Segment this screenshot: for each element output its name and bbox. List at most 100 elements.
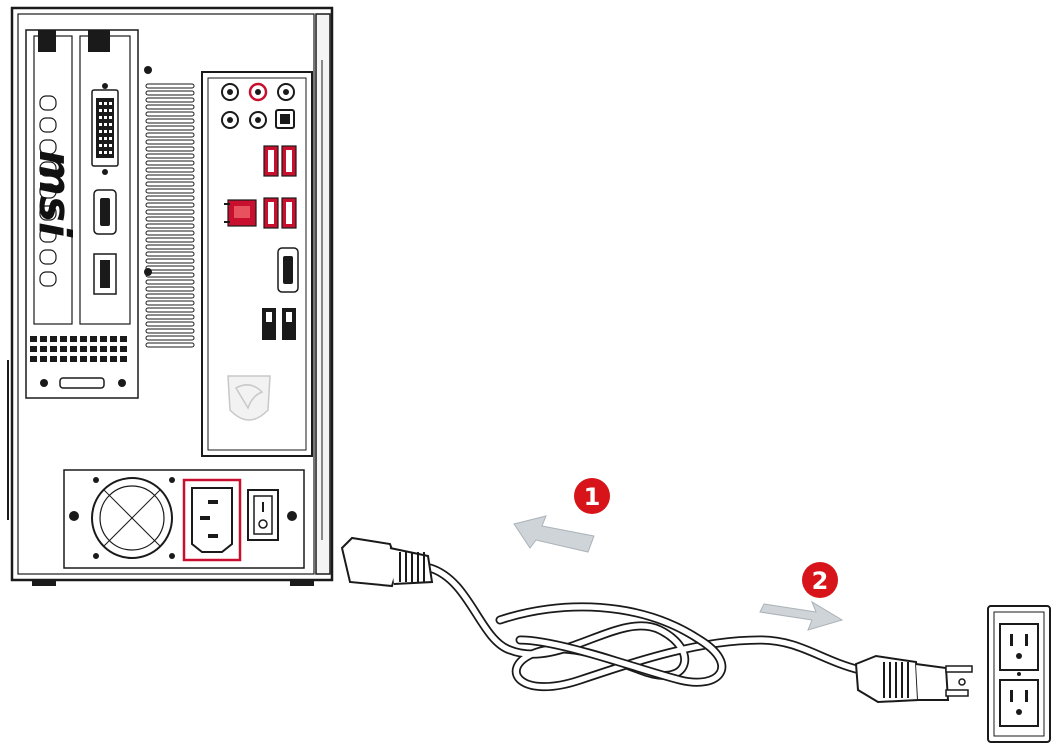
dvi-pin: [99, 137, 102, 140]
grill-hole: [80, 356, 87, 362]
dvi-port-icon: [92, 83, 118, 175]
vent-slot: [146, 301, 194, 305]
grill-hole: [60, 336, 67, 342]
grill-hole: [90, 336, 97, 342]
grill-hole: [120, 336, 127, 342]
grill-hole: [110, 356, 117, 362]
grill-hole: [80, 336, 87, 342]
vent-slot: [146, 280, 194, 284]
power-plug-icon: [856, 656, 972, 702]
grill-hole: [30, 356, 37, 362]
vent-slot: [146, 175, 194, 179]
step-2: 2: [760, 562, 842, 630]
dvi-pin: [104, 151, 107, 154]
dvi-pin: [99, 144, 102, 147]
vent-slot: [40, 118, 56, 132]
grill-hole: [40, 346, 47, 352]
wall-outlet-icon: [988, 606, 1050, 742]
dvi-pin: [109, 102, 112, 105]
vent-slot: [146, 245, 194, 249]
grill-hole: [50, 336, 57, 342]
vent-slot: [146, 266, 194, 270]
grill-hole: [50, 356, 57, 362]
dvi-pin: [99, 151, 102, 154]
grill-hole: [60, 346, 67, 352]
vent-slot: [146, 154, 194, 158]
grill-hole: [40, 336, 47, 342]
grill-hole: [110, 336, 117, 342]
grill-hole: [80, 346, 87, 352]
vent-slot: [146, 252, 194, 256]
dvi-pin: [99, 130, 102, 133]
grill-hole: [70, 336, 77, 342]
ethernet-port-icon: [224, 200, 256, 226]
vent-slot: [146, 98, 194, 102]
dvi-pin: [99, 102, 102, 105]
vent-slot: [146, 217, 194, 221]
grill-hole: [120, 356, 127, 362]
grill-hole: [50, 346, 57, 352]
dvi-pin: [109, 109, 112, 112]
vent-slot: [146, 196, 194, 200]
vent-slot: [146, 133, 194, 137]
vent-slot: [146, 161, 194, 165]
step-1-number: 1: [584, 483, 601, 511]
vent-slot: [146, 91, 194, 95]
grill-hole: [30, 346, 37, 352]
vent-slot: [146, 231, 194, 235]
dvi-pin: [99, 116, 102, 119]
psu-fan-icon: [92, 478, 172, 558]
grill-hole: [100, 346, 107, 352]
dvi-pin: [104, 130, 107, 133]
vent-slot: [146, 189, 194, 193]
vent-slot: [40, 272, 56, 286]
dvi-pin: [109, 137, 112, 140]
power-switch-icon: [248, 490, 278, 540]
vent-slot: [146, 203, 194, 207]
ac-power-socket-icon: [184, 480, 240, 560]
vent-slot: [146, 140, 194, 144]
vent-slot: [146, 322, 194, 326]
vent-slot: [146, 112, 194, 116]
vent-slot: [146, 273, 194, 277]
iec-connector-icon: [342, 538, 432, 586]
dvi-pin: [104, 137, 107, 140]
dvi-pin: [104, 109, 107, 112]
vent-slot: [146, 147, 194, 151]
step-2-number: 2: [812, 567, 829, 595]
case-vent-slots: [144, 66, 194, 347]
hdmi-port-icon: [278, 248, 298, 292]
gpu-bracket: msi: [26, 30, 138, 398]
dvi-pin: [109, 123, 112, 126]
vent-slot: [146, 168, 194, 172]
vent-slot: [146, 119, 194, 123]
grill-hole: [90, 356, 97, 362]
vent-slot: [146, 238, 194, 242]
grill-hole: [110, 346, 117, 352]
dvi-pin: [109, 116, 112, 119]
vent-slot: [146, 315, 194, 319]
grill-hole: [60, 356, 67, 362]
hdmi-port-icon: [94, 190, 116, 234]
dvi-pin: [104, 123, 107, 126]
vent-slot: [40, 250, 56, 264]
vent-slot: [146, 343, 194, 347]
power-cord: [430, 568, 860, 687]
brand-logo: msi: [29, 150, 80, 238]
vent-slot: [146, 294, 194, 298]
vent-slot: [146, 308, 194, 312]
vent-slot: [146, 329, 194, 333]
grill-hole: [70, 346, 77, 352]
dragon-emblem-icon: [228, 376, 270, 420]
vent-slot: [40, 96, 56, 110]
dvi-pin: [104, 116, 107, 119]
io-shield: [202, 72, 312, 456]
vent-slot: [146, 336, 194, 340]
vent-slot: [146, 224, 194, 228]
grill-hole: [120, 346, 127, 352]
step-1: 1: [514, 478, 610, 552]
vent-slot: [146, 210, 194, 214]
vent-slot: [146, 259, 194, 263]
grill-hole: [100, 336, 107, 342]
